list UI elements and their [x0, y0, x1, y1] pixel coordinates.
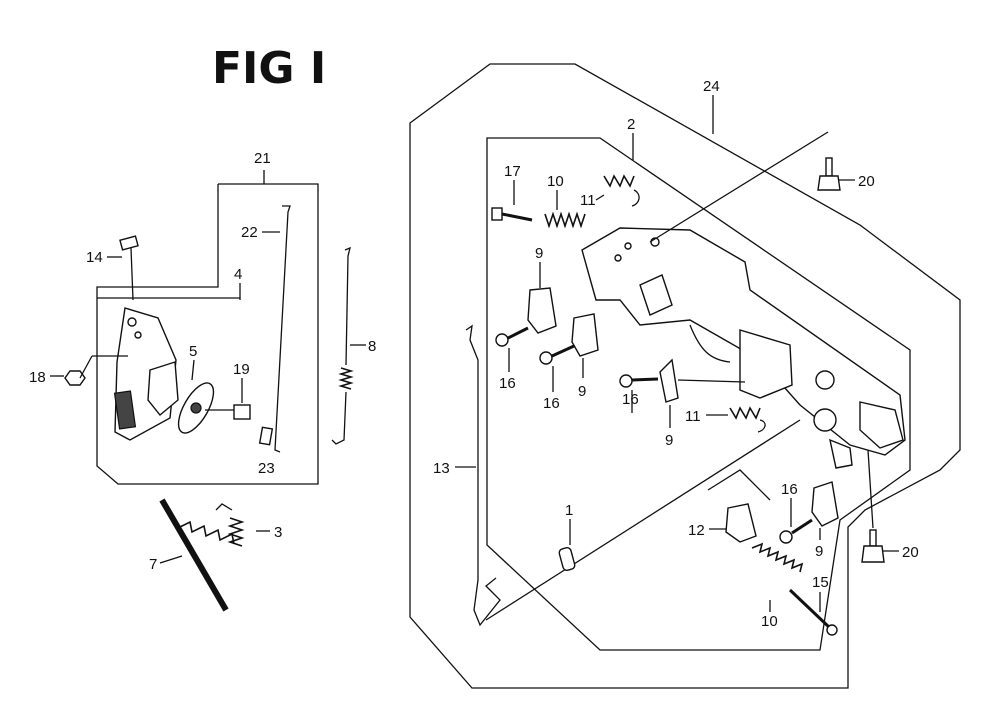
bracket-plate: [581, 227, 906, 469]
leader-18b: [79, 355, 93, 379]
callout-7: 7: [149, 556, 157, 573]
callout-9-3: 9: [665, 432, 673, 449]
part-18-nut: [64, 370, 86, 386]
callout-12: 12: [688, 522, 705, 539]
part-19-bolt: [205, 404, 251, 420]
callout-16-4: 16: [781, 481, 798, 498]
callout-1: 1: [565, 502, 573, 519]
callout-24: 24: [703, 78, 720, 95]
leader-20a-b: [649, 131, 829, 243]
callout-9-4: 9: [815, 543, 823, 560]
part-11-spring-bottom: [729, 406, 766, 433]
group-21-frame: [96, 183, 319, 485]
part-7-shaft: [159, 498, 235, 612]
part-4-governor-arm: [113, 307, 179, 441]
callout-11-top: 11: [580, 192, 596, 209]
part-13-rod: [465, 324, 501, 627]
callout-3: 3: [274, 524, 282, 541]
part-14-bolt: [119, 235, 139, 301]
group-4-frame: [97, 297, 241, 300]
figure-title: FIG I: [212, 43, 326, 94]
callout-16-2: 16: [543, 395, 560, 412]
leader-11a: [595, 194, 605, 201]
callout-10-bottom: 10: [761, 613, 778, 630]
rod-13-link: [485, 419, 801, 621]
callout-9-2: 9: [578, 383, 586, 400]
callout-5: 5: [189, 343, 197, 360]
callout-21: 21: [254, 150, 271, 167]
callout-17: 17: [504, 163, 521, 180]
callout-10-top: 10: [547, 173, 564, 190]
callout-8: 8: [368, 338, 376, 355]
callout-16-1: 16: [499, 375, 516, 392]
callout-13: 13: [433, 460, 450, 477]
callout-18: 18: [29, 369, 46, 386]
part-20-bolt-bottom: [861, 529, 885, 563]
callout-20-top: 20: [858, 173, 875, 190]
part-22-rod: [274, 205, 291, 453]
part-5-washer: [177, 382, 215, 434]
callout-2: 2: [627, 116, 635, 133]
part-23-clip: [258, 426, 274, 446]
group-24-frame: [409, 63, 961, 689]
callout-19: 19: [233, 361, 250, 378]
part-16-screw-1: [495, 326, 529, 347]
callout-15: 15: [812, 574, 829, 591]
part-9-clip-3: [659, 358, 746, 403]
callout-16-3: 16: [622, 391, 639, 408]
part-1-clip: [558, 547, 576, 571]
part-16-screw-4: [779, 518, 813, 544]
part-11-spring-top: [603, 174, 640, 207]
part-9-clip-1: [527, 287, 557, 334]
leader-5: [191, 359, 195, 381]
callout-4: 4: [234, 266, 242, 283]
part-8-spring: [331, 246, 354, 445]
part-16-screw-3: [619, 374, 659, 388]
callout-11-bottom: 11: [685, 408, 701, 425]
leader-7: [159, 555, 183, 564]
part-10-spring-top: [544, 211, 586, 229]
callout-22: 22: [241, 224, 258, 241]
callout-9-1: 9: [535, 245, 543, 262]
callout-23: 23: [258, 460, 275, 477]
part-20-bolt-top: [817, 157, 841, 191]
part-9-clip-2: [571, 313, 599, 357]
part-15-screw: [788, 588, 838, 636]
part-10-spring-bottom: [751, 542, 804, 573]
part-9-clip-4: [811, 481, 839, 527]
part-16-screw-2: [539, 344, 575, 365]
part-17-screw: [491, 207, 533, 222]
part-12-block: [707, 469, 771, 543]
part-3-spring: [215, 503, 245, 547]
callout-20-bottom: 20: [902, 544, 919, 561]
callout-14: 14: [86, 249, 103, 266]
leader-20b-b: [867, 449, 874, 529]
